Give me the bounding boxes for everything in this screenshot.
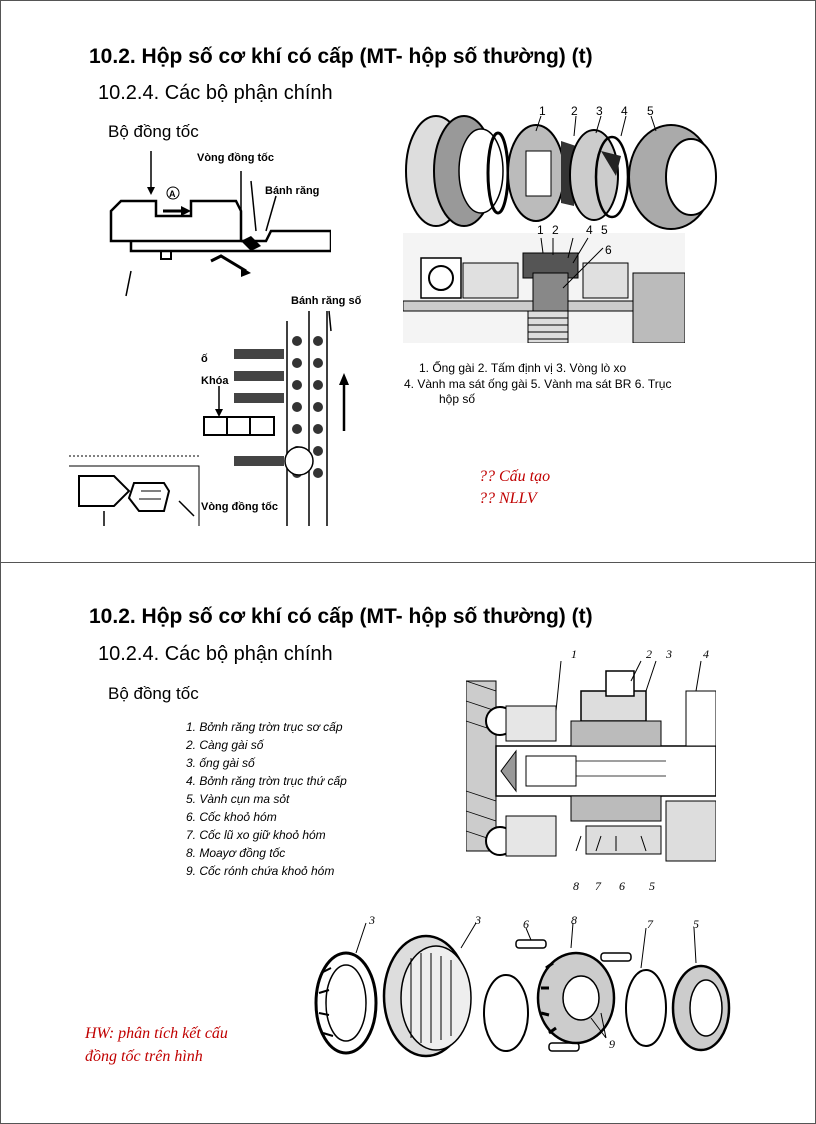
exploded-number-4: 4 bbox=[621, 104, 628, 118]
synchronizer-exploded-drawing bbox=[314, 922, 731, 1058]
label-o: ố bbox=[201, 353, 208, 365]
exploded-number-5: 5 bbox=[647, 104, 654, 118]
slide-subtitle: 10.2.4. Các bộ phận chính bbox=[98, 82, 333, 104]
slide-subtitle: 10.2.4. Các bộ phận chính bbox=[98, 643, 333, 665]
label-gear-bottom: Bánh răng số bbox=[291, 295, 362, 307]
red-note-structure: ?? Cấu tạo bbox=[479, 468, 551, 485]
section-heading: Bộ đồng tốc bbox=[108, 684, 199, 703]
section-number-4: 4 bbox=[586, 223, 593, 237]
parts-list-item: 7. Cốc lũ xo giữ khoỏ hóm bbox=[186, 828, 326, 842]
section-number-5: 5 bbox=[601, 223, 608, 237]
marker-a: A bbox=[169, 189, 176, 199]
drawing-number-5: 5 bbox=[649, 879, 655, 893]
exploded-number-9: 9 bbox=[609, 1037, 615, 1051]
caption-line-3: hộp số bbox=[439, 392, 476, 406]
synchronizer-exploded-image bbox=[405, 115, 717, 230]
exploded-number-7: 7 bbox=[647, 917, 653, 931]
parts-list-item: 9. Cốc rónh chứa khoỏ hóm bbox=[186, 864, 335, 878]
exploded-number-3a: 3 bbox=[369, 913, 375, 927]
homework-line-1: HW: phân tích kết cấu bbox=[85, 1025, 228, 1042]
label-gear-top: Bánh răng bbox=[265, 185, 320, 197]
slide-1: 10.2. Hộp số cơ khí có cấp (MT- hộp số t… bbox=[0, 0, 816, 563]
synchronizer-section-image bbox=[403, 233, 685, 343]
drawing-number-6: 6 bbox=[619, 879, 625, 893]
slide-2: 10.2. Hộp số cơ khí có cấp (MT- hộp số t… bbox=[0, 562, 816, 1124]
caption-line-1: 1. Ống gài 2. Tấm định vị 3. Vòng lò xo bbox=[419, 361, 627, 375]
slide-title: 10.2. Hộp số cơ khí có cấp (MT- hộp số t… bbox=[89, 605, 593, 628]
exploded-number-2: 2 bbox=[571, 104, 578, 118]
parts-list-item: 8. Moayơ đồng tốc bbox=[186, 846, 286, 860]
gearbox-section-drawing bbox=[466, 651, 716, 883]
drawing-number-3: 3 bbox=[666, 647, 672, 661]
exploded-number-5: 5 bbox=[693, 917, 699, 931]
exploded-number-3b: 3 bbox=[475, 913, 481, 927]
drawing-number-2: 2 bbox=[646, 647, 652, 661]
exploded-number-3: 3 bbox=[596, 104, 603, 118]
drawing-number-7: 7 bbox=[595, 879, 601, 893]
drawing-number-8: 8 bbox=[573, 879, 579, 893]
label-lock: Khóa bbox=[201, 375, 229, 387]
parts-list-item: 1. Bởnh răng trờn trục sơ cấp bbox=[186, 720, 343, 734]
section-number-2: 2 bbox=[552, 223, 559, 237]
drawing-number-1: 1 bbox=[571, 647, 577, 661]
parts-list-item: 4. Bởnh răng trờn trục thứ cấp bbox=[186, 774, 347, 788]
homework-line-2: đồng tốc trên hình bbox=[85, 1048, 203, 1065]
parts-list-item: 5. Vành cụn ma sỏt bbox=[186, 792, 290, 806]
section-heading: Bộ đồng tốc bbox=[108, 122, 199, 141]
exploded-number-1: 1 bbox=[539, 104, 546, 118]
exploded-number-8: 8 bbox=[571, 913, 577, 927]
section-number-6: 6 bbox=[605, 243, 612, 257]
label-sync-ring-bottom: Vòng đồng tốc bbox=[201, 501, 278, 513]
red-note-principle: ?? NLLV bbox=[479, 490, 537, 507]
parts-list-item: 2. Càng gài số bbox=[186, 738, 264, 752]
slide-title: 10.2. Hộp số cơ khí có cấp (MT- hộp số t… bbox=[89, 45, 593, 68]
section-number-1: 1 bbox=[537, 223, 544, 237]
caption-line-2: 4. Vành ma sát ống gài 5. Vành ma sát BR… bbox=[404, 377, 672, 391]
parts-list-item: 6. Cốc khoỏ hóm bbox=[186, 810, 277, 824]
synchronizer-sketch-top: A bbox=[109, 151, 331, 297]
parts-list-item: 3. ống gài số bbox=[186, 756, 255, 770]
exploded-number-6: 6 bbox=[523, 917, 529, 931]
synchronizer-sketch-bottom bbox=[69, 310, 349, 526]
label-sync-ring-top: Vòng đồng tốc bbox=[197, 152, 274, 164]
parts-list: 1. Bởnh răng trờn trục sơ cấp 2. Càng gà… bbox=[186, 718, 347, 880]
drawing-number-4: 4 bbox=[703, 647, 709, 661]
